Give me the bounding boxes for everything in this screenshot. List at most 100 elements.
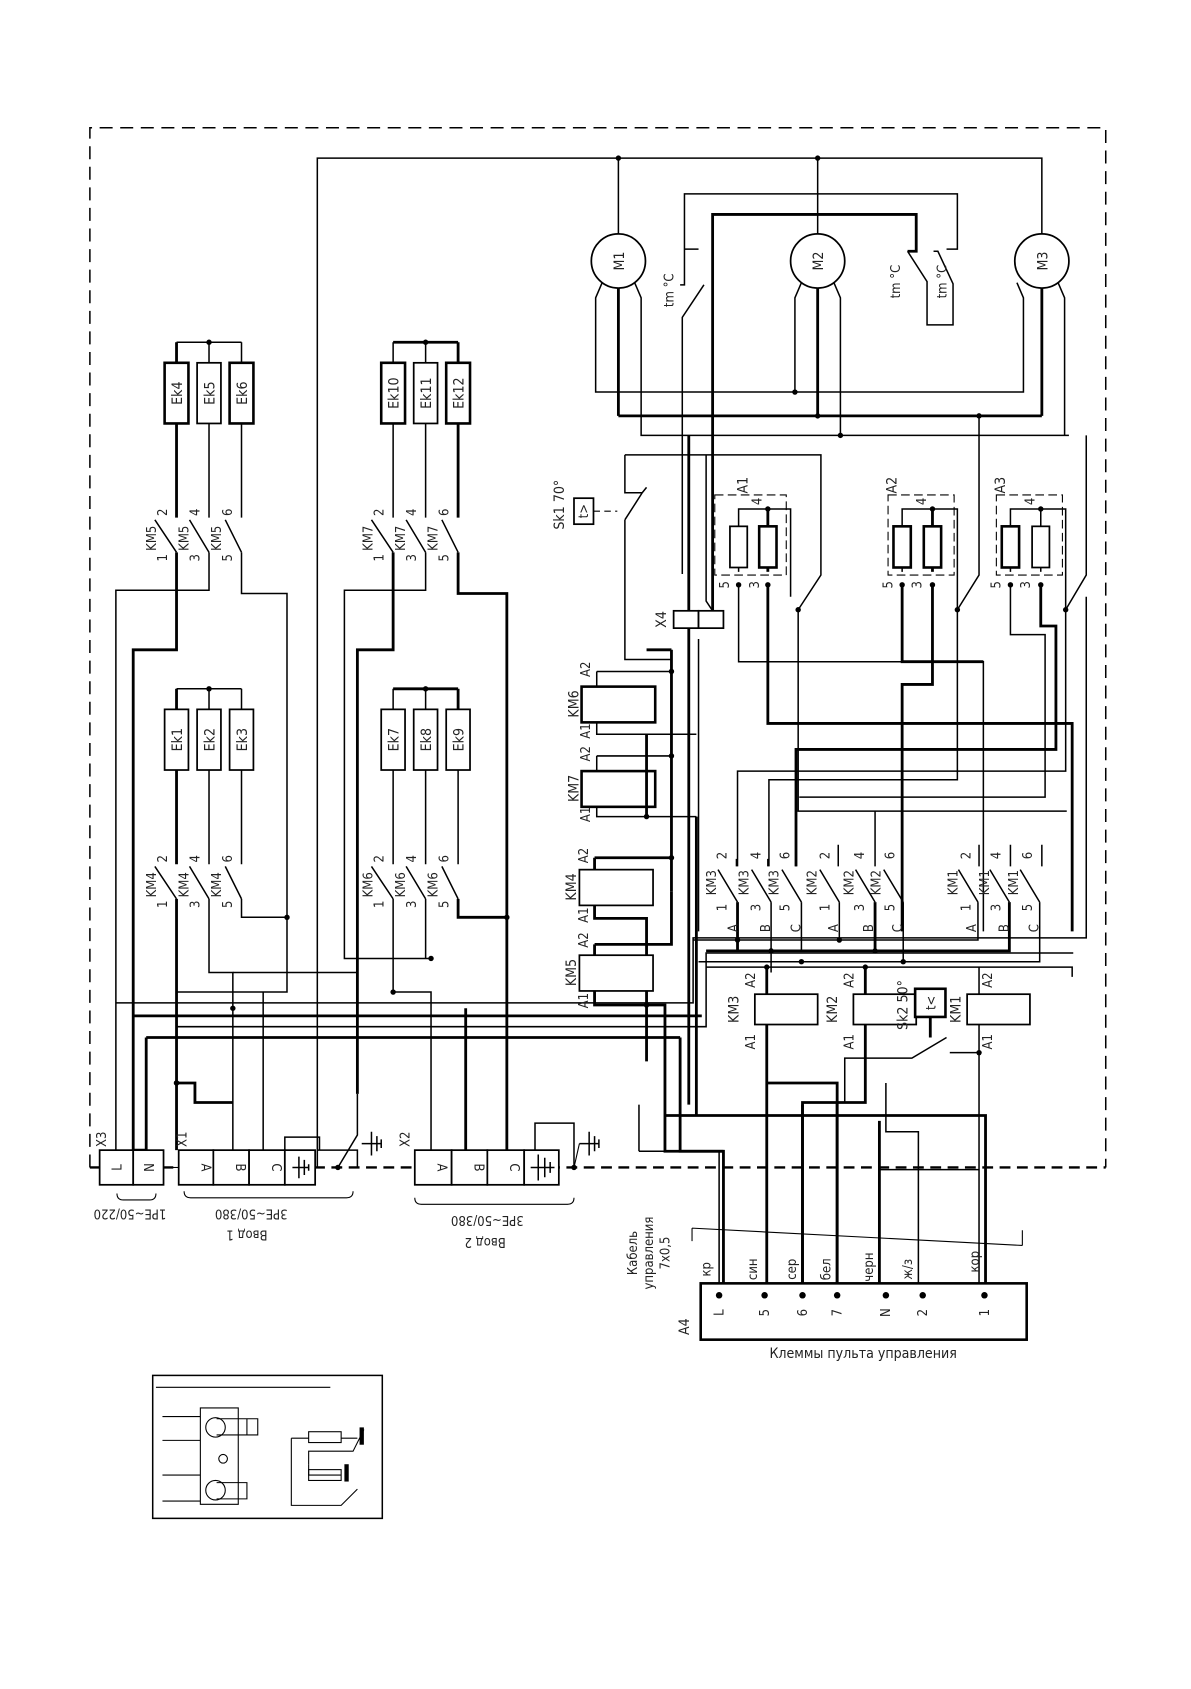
svg-text:5: 5	[437, 554, 452, 561]
svg-text:6: 6	[437, 509, 452, 516]
svg-text:KM1: KM1	[978, 870, 993, 895]
svg-text:KM4: KM4	[210, 872, 225, 897]
svg-text:A: A	[727, 924, 742, 932]
svg-text:B: B	[997, 924, 1012, 932]
svg-text:B: B	[232, 1163, 247, 1171]
svg-text:KM2: KM2	[869, 870, 884, 895]
svg-text:A2: A2	[579, 746, 594, 761]
svg-text:KM2: KM2	[806, 870, 821, 895]
svg-text:C: C	[789, 924, 804, 932]
svg-text:3: 3	[749, 904, 764, 911]
svg-text:4: 4	[915, 498, 930, 505]
svg-text:tm °C: tm °C	[889, 265, 904, 299]
capacitor-block-a1: A 1 4 5 3	[688, 454, 1074, 932]
svg-text:C: C	[891, 924, 906, 932]
svg-text:4: 4	[750, 498, 765, 505]
motor-contactor-km2: KM2 KM2 KM2 2 4 6 1 3 5 A B C	[806, 811, 906, 962]
heater-ek7: Ek7	[387, 728, 403, 751]
svg-text:3: 3	[990, 904, 1005, 911]
svg-text:N: N	[143, 1163, 158, 1172]
heater-group-ek10-ek12: Ek10 Ek11 Ek12 KM7 KM7 KM7 2 4 6 1 3 5	[343, 339, 509, 1151]
ground-icon	[530, 1154, 555, 1181]
svg-text:1: 1	[959, 904, 974, 911]
connector-x4: X4	[654, 435, 725, 1105]
svg-text:3PE~50/380: 3PE~50/380	[451, 1212, 524, 1227]
control-panel-title: Клеммы пульта управления	[769, 1346, 956, 1362]
svg-text:5: 5	[881, 581, 896, 588]
svg-text:5: 5	[990, 581, 1005, 588]
svg-text:A: A	[434, 1163, 449, 1171]
svg-text:4: 4	[1023, 498, 1038, 505]
motor-m1-label: M1	[612, 252, 628, 271]
heater-ek9: Ek9	[452, 728, 468, 751]
svg-text:C: C	[1028, 924, 1043, 932]
svg-text:4: 4	[405, 509, 420, 516]
heater-ek11: Ek11	[419, 377, 435, 408]
svg-text:A1: A1	[579, 723, 594, 738]
svg-text:A: A	[197, 1163, 212, 1171]
heater-ek12: Ek12	[452, 377, 468, 408]
svg-text:3PE~50/380: 3PE~50/380	[215, 1206, 288, 1221]
terminal-x3: L N X3 1PE~50/220	[94, 1132, 179, 1221]
svg-text:5: 5	[884, 904, 899, 911]
heater-ek1: Ek1	[170, 728, 186, 751]
coil-km4: KM4	[564, 873, 580, 900]
svg-text:5: 5	[221, 554, 236, 561]
svg-text:5: 5	[1021, 904, 1036, 911]
svg-text:KM3: KM3	[705, 870, 720, 895]
svg-text:6: 6	[884, 852, 899, 859]
thermal-contacts-m2: tm °C tm °C	[711, 213, 954, 436]
svg-text:4: 4	[853, 852, 868, 859]
svg-text:7х0,5: 7х0,5	[658, 1237, 673, 1270]
svg-text:6: 6	[1021, 852, 1036, 859]
svg-text:KM6: KM6	[427, 872, 442, 897]
svg-text:2: 2	[372, 855, 387, 862]
terminal-pin-1: 1	[978, 1309, 993, 1316]
heater-ek10: Ek10	[387, 377, 403, 408]
svg-text:4: 4	[188, 509, 203, 516]
svg-text:6: 6	[779, 852, 794, 859]
wire-color-sin: син	[746, 1258, 761, 1280]
svg-text:3: 3	[853, 904, 868, 911]
svg-text:A1: A1	[577, 907, 592, 922]
motor-m1: M1	[590, 233, 1069, 437]
svg-text:A2: A2	[579, 662, 594, 677]
svg-text:KM4: KM4	[145, 872, 160, 897]
svg-text:t<: t<	[925, 996, 940, 1010]
svg-text:KM7: KM7	[394, 526, 409, 551]
svg-text:C: C	[268, 1163, 283, 1171]
svg-text:tm °C: tm °C	[663, 273, 678, 307]
heater-group-ek1-ek3: Ek1 Ek2 Ek3 KM4 KM4 KM4 2 4 6 1 3 5	[145, 686, 290, 1151]
svg-text:B: B	[759, 924, 774, 932]
svg-text:2: 2	[156, 509, 171, 516]
terminal-pin-n: N	[879, 1308, 894, 1317]
svg-text:Ввод 2: Ввод 2	[465, 1234, 506, 1249]
svg-text:KM1: KM1	[1007, 870, 1022, 895]
motor-m3-label: M3	[1035, 252, 1051, 271]
svg-text:3: 3	[405, 901, 420, 908]
svg-text:KM2: KM2	[842, 870, 857, 895]
detail-inset	[151, 1374, 384, 1520]
svg-text:3: 3	[1019, 581, 1034, 588]
svg-text:5: 5	[779, 904, 794, 911]
svg-text:KM3: KM3	[768, 870, 783, 895]
svg-text:Кабель: Кабель	[626, 1231, 641, 1275]
svg-text:KM5: KM5	[177, 526, 192, 551]
svg-text:A1: A1	[577, 993, 592, 1008]
terminal-pin-l: L	[712, 1309, 727, 1316]
svg-text:3: 3	[405, 554, 420, 561]
svg-text:2: 2	[156, 855, 171, 862]
control-cable: Кабель управления 7х0,5 кр син сер бел ч…	[626, 1102, 1023, 1289]
svg-text:X4: X4	[654, 611, 670, 628]
svg-text:3: 3	[188, 901, 203, 908]
svg-text:управления: управления	[642, 1217, 657, 1290]
motor-m2-label: M2	[811, 252, 827, 271]
coil-km5: KM5	[564, 959, 580, 986]
enclosure-frame	[89, 127, 1107, 1168]
svg-text:X1: X1	[175, 1132, 190, 1147]
svg-text:A2: A2	[842, 972, 857, 987]
heater-ek5: Ek5	[202, 381, 218, 404]
heater-ek8: Ek8	[419, 728, 435, 751]
svg-text:4: 4	[990, 852, 1005, 859]
